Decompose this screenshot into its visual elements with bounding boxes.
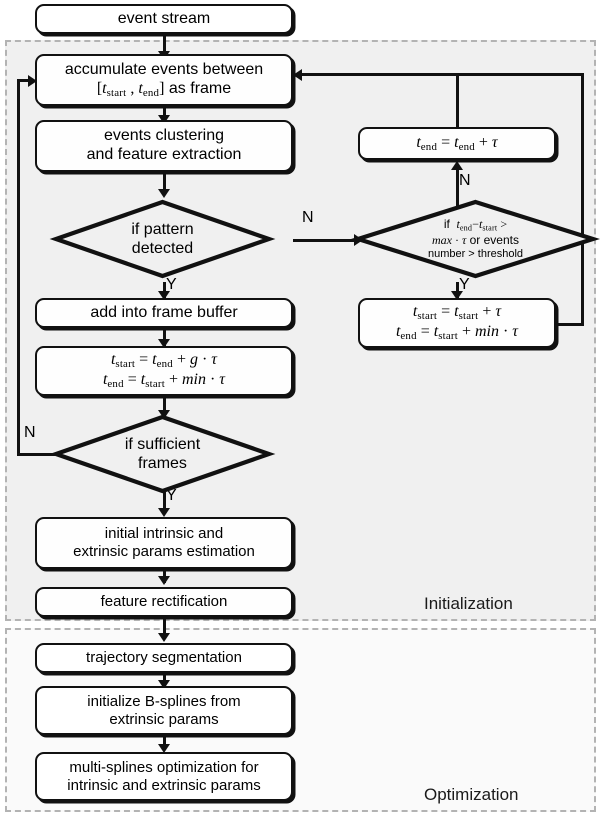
edge-tendupdate-riser [455, 73, 459, 129]
arrowhead-buffer-in [157, 291, 170, 300]
edge-frames-no-horizontal [17, 453, 65, 456]
node-multi-splines-optimization[interactable]: multi-splines optimization for intrinsic… [35, 752, 293, 801]
node-initial-params-line1: initial intrinsic and [104, 525, 224, 543]
edge-label-window-no: N [459, 172, 471, 189]
node-add-into-frame-buffer[interactable]: add into frame buffer [35, 298, 293, 328]
decision-pattern-shape [49, 199, 276, 279]
node-initialize-bsplines[interactable]: initialize B-splines from extrinsic para… [35, 686, 293, 735]
decision-window-line1: if tend−tstart > [443, 217, 508, 233]
edge-window-yes-to-updatetimesright [455, 282, 459, 298]
edge-updatetimesright-to-rail [553, 323, 584, 326]
arrowhead-accumulate-right-in [293, 68, 302, 81]
decision-window-line2: max · τ or events [432, 233, 519, 248]
node-clustering-line2: and feature extraction [86, 146, 242, 163]
node-feature-rect-label: feature rectification [100, 593, 228, 611]
arrowhead-updatetimesright-in [450, 291, 463, 300]
edge-buffer-to-updatetimes [162, 328, 166, 346]
node-multispline-line1: multi-splines optimization for [69, 758, 259, 776]
decision-pattern-line2: detected [131, 240, 194, 257]
node-initial-params-text: initial intrinsic and extrinsic params e… [37, 525, 291, 560]
decision-if-pattern-detected[interactable]: if pattern detected [49, 199, 276, 279]
edge-accumulate-to-clustering [162, 104, 166, 120]
decision-frames-line1: if sufficient [124, 435, 201, 453]
decision-pattern-text: if pattern detected [53, 199, 272, 279]
edge-clustering-to-pattern [162, 172, 166, 195]
node-tend-update[interactable]: tend = tend + τ [358, 127, 556, 160]
decision-if-sufficient-frames[interactable]: if sufficient frames [49, 414, 276, 494]
node-update-times-right[interactable]: tstart = tstart + τ tend = tstart + min … [358, 298, 556, 348]
arrowhead-multispline-in [157, 744, 170, 753]
node-update-left-line1: tstart = tend + g · τ [110, 351, 218, 371]
decision-pattern-line1: if pattern [131, 220, 194, 238]
edge-pattern-yes-to-buffer [162, 282, 166, 298]
edge-frames-no-vertical [17, 79, 20, 455]
decision-window-text: if tend−tstart > max · τ or events numbe… [355, 199, 596, 279]
node-multispline-text: multi-splines optimization for intrinsic… [37, 759, 291, 794]
node-update-right-line2: tend = tstart + min · τ [395, 323, 519, 343]
edge-label-pattern-no: N [302, 209, 314, 226]
node-initial-params-estimation[interactable]: initial intrinsic and extrinsic params e… [35, 517, 293, 569]
node-trajectory-label: trajectory segmentation [86, 649, 242, 667]
edge-label-frames-yes: Y [166, 487, 177, 504]
node-update-right-line1: tstart = tstart + τ [412, 303, 502, 323]
node-multispline-line2: intrinsic and extrinsic params [67, 776, 261, 794]
node-trajectory-segmentation[interactable]: trajectory segmentation [35, 643, 293, 673]
arrowhead-updatetimes-in [157, 339, 170, 348]
edge-top-feedback-horizontal [301, 73, 584, 76]
node-update-times-left-text: tstart = tend + g · τ tend = tstart + mi… [37, 351, 291, 391]
region-label-optimization: Optimization [424, 785, 519, 804]
node-bsplines-line2: extrinsic params [109, 710, 219, 728]
decision-window-line3: number > threshold [427, 247, 524, 260]
arrowhead-tendupdate-in [450, 161, 463, 170]
edge-trajectory-to-bsplines [162, 673, 166, 686]
node-accumulate-events[interactable]: accumulate events between [tstart , tend… [35, 54, 293, 106]
arrowhead-trajectory-in [157, 633, 170, 642]
arrowhead-clustering-in [157, 115, 170, 124]
edge-label-frames-no: N [24, 424, 36, 441]
decision-frames-line2: frames [138, 455, 187, 472]
node-feature-rectification[interactable]: feature rectification [35, 587, 293, 617]
node-accumulate-text: accumulate events between [tstart , tend… [37, 61, 291, 100]
node-accumulate-line2: [tstart , tend] as frame [96, 79, 232, 99]
region-label-initialization: Initialization [424, 594, 513, 613]
decision-frames-text: if sufficient frames [53, 414, 272, 494]
arrowhead-initialparams-in [157, 508, 170, 517]
arrowhead-frames-in [157, 410, 170, 419]
node-update-times-left[interactable]: tstart = tend + g · τ tend = tstart + mi… [35, 346, 293, 396]
node-clustering-line1: events clustering [103, 127, 225, 145]
node-event-stream[interactable]: event stream [35, 4, 293, 34]
arrowhead-featurerect-in [157, 576, 170, 585]
edge-featurerect-to-trajectory [162, 617, 166, 639]
decision-window-threshold[interactable]: if tend−tstart > max · τ or events numbe… [351, 199, 600, 279]
edge-frames-no-to-accumulate [17, 79, 33, 82]
edge-frames-yes-to-initialparams [162, 490, 166, 512]
arrowhead-pattern-in [157, 189, 170, 198]
node-initial-params-line2: extrinsic params estimation [73, 543, 255, 560]
arrowhead-bsplines-in [157, 680, 170, 689]
decision-window-shape [351, 199, 600, 279]
edge-label-pattern-yes: Y [166, 276, 177, 293]
node-events-clustering[interactable]: events clustering and feature extraction [35, 120, 293, 172]
node-accumulate-line1: accumulate events between [64, 60, 264, 78]
edge-eventstream-to-accumulate [162, 32, 166, 54]
node-bsplines-line1: initialize B-splines from [87, 692, 241, 710]
arrowhead-accumulate-left-in [28, 74, 37, 87]
edge-pattern-no-to-window [293, 238, 357, 242]
node-bsplines-text: initialize B-splines from extrinsic para… [37, 693, 291, 728]
node-update-left-line2: tend = tstart + min · τ [102, 371, 226, 391]
node-tend-update-label: tend = tend + τ [416, 133, 498, 153]
edge-updatetimes-to-frames [162, 396, 166, 416]
edge-label-window-yes: Y [459, 276, 470, 293]
decision-frames-shape [49, 414, 276, 494]
edge-bsplines-to-multispline [162, 735, 166, 750]
edge-right-rail-vertical [581, 73, 584, 326]
node-event-stream-label: event stream [117, 9, 211, 27]
node-add-buffer-label: add into frame buffer [90, 303, 238, 321]
edge-window-no-to-tendupdate [455, 164, 459, 208]
node-clustering-text: events clustering and feature extraction [37, 127, 291, 165]
node-update-times-right-text: tstart = tstart + τ tend = tstart + min … [360, 303, 554, 343]
